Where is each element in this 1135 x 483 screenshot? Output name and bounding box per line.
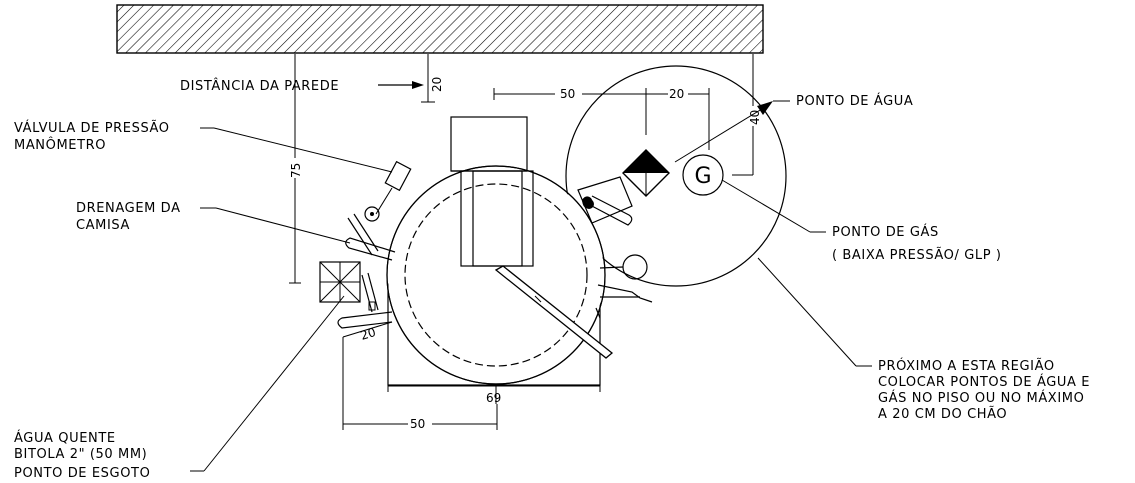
note-line-2: COLOCAR PONTOS DE ÁGUA E	[878, 374, 1090, 390]
wall-distance-callout: DISTÂNCIA DA PAREDE 20	[180, 54, 444, 103]
pressure-valve-callout: VÁLVULA DE PRESSÃO MANÔMETRO	[14, 120, 393, 173]
machine-top-box	[450, 116, 528, 172]
dim-20-wall: 20	[430, 77, 444, 92]
sewer-point-symbol	[319, 261, 361, 303]
gas-point-label-1: PONTO DE GÁS	[832, 224, 939, 240]
machine-body	[386, 165, 606, 386]
hot-water-pipe	[337, 272, 393, 329]
jacket-drain-pipe	[345, 237, 396, 261]
water-point-callout: PONTO DE ÁGUA	[674, 93, 913, 163]
service-region-circle	[565, 65, 787, 287]
dim-50-bottom-label: 50	[410, 417, 425, 431]
dim-20-left-label: 20	[359, 325, 378, 343]
drain-label-2: CAMISA	[76, 218, 130, 233]
floor-points-note: PRÓXIMO A ESTA REGIÃO COLOCAR PONTOS DE …	[757, 257, 1090, 422]
dim-50-bottom: 50	[342, 337, 498, 431]
gas-point-letter: G	[694, 164, 711, 189]
dim-69: 69	[387, 380, 601, 405]
hot-water-callout: ÁGUA QUENTE BITOLA 2" (50 MM) PONTO DE E…	[14, 295, 345, 481]
hot-water-label-2: BITOLA 2" (50 MM)	[14, 447, 147, 462]
dim-top: 50 20	[493, 87, 710, 150]
sewer-label: PONTO DE ESGOTO	[14, 466, 150, 481]
stirring-arm	[494, 265, 614, 359]
dim-20-top: 20	[669, 87, 684, 101]
gas-point-label-2: ( BAIXA PRESSÃO/ GLP )	[832, 247, 1002, 263]
hot-water-label-1: ÁGUA QUENTE	[14, 430, 116, 446]
dim-20-left: 20	[342, 321, 393, 343]
valve-label-1: VÁLVULA DE PRESSÃO	[14, 120, 170, 136]
dim-40-label: 40	[748, 110, 762, 125]
jacket-drain-callout: DRENAGEM DA CAMISA	[76, 201, 351, 244]
side-fittings	[595, 254, 653, 319]
dim-69-label: 69	[486, 391, 501, 405]
gas-point-callout: PONTO DE GÁS ( BAIXA PRESSÃO/ GLP )	[721, 179, 1002, 263]
dim-50-top: 50	[560, 87, 575, 101]
gas-inlet-fitting	[577, 176, 633, 226]
gas-point-symbol: G	[682, 154, 724, 196]
note-line-3: GÁS NO PISO OU NO MÁXIMO	[878, 390, 1084, 406]
water-point-symbol	[622, 149, 670, 197]
water-point-label: PONTO DE ÁGUA	[796, 93, 913, 109]
dim-75-label: 75	[289, 163, 303, 178]
dim-75: 75	[288, 54, 303, 284]
note-line-1: PRÓXIMO A ESTA REGIÃO	[878, 358, 1055, 374]
valve-label-2: MANÔMETRO	[14, 137, 106, 153]
drain-label-1: DRENAGEM DA	[76, 201, 181, 216]
pressure-valve	[347, 160, 412, 256]
wall	[116, 4, 764, 54]
dim-40: 40	[732, 54, 762, 176]
note-line-4: A 20 CM DO CHÃO	[878, 406, 1007, 422]
wall-distance-label: DISTÂNCIA DA PAREDE	[180, 78, 339, 94]
